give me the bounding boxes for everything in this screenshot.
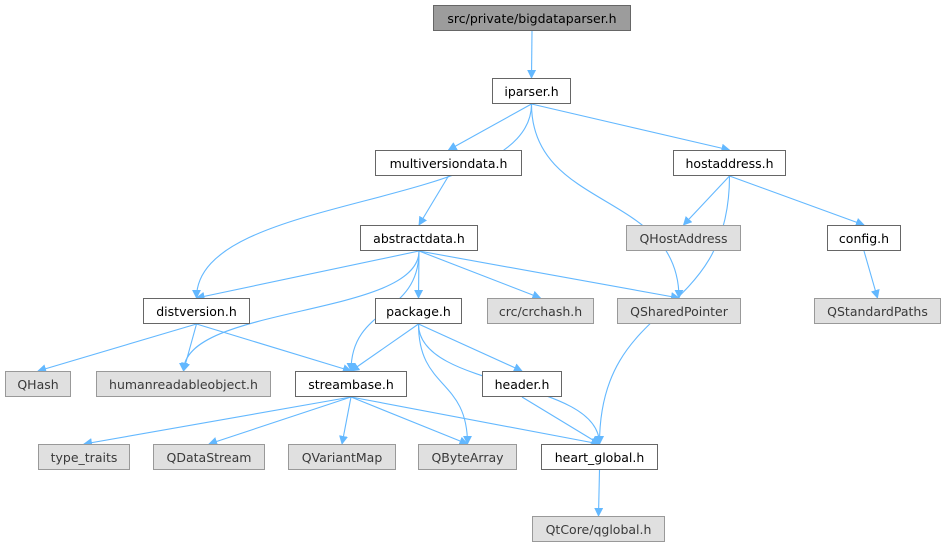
node-qsharedpointer: QSharedPointer <box>617 298 741 324</box>
edge-streambase-to-heartglobal <box>350 396 601 447</box>
edge-abstractdata-to-qsharedpointer <box>418 250 680 301</box>
edge-hostaddress-to-qhostaddress <box>682 175 730 226</box>
node-qbytearray: QByteArray <box>418 444 517 470</box>
node-crchash: crc/crchash.h <box>487 298 594 324</box>
node-hostaddress[interactable]: hostaddress.h <box>673 150 786 176</box>
edge-abstractdata-to-distversion <box>195 250 420 301</box>
node-iparser[interactable]: iparser.h <box>492 78 571 104</box>
edge-distversion-to-streambase <box>196 323 352 373</box>
node-qstandardpaths: QStandardPaths <box>814 298 941 324</box>
edge-streambase-to-typetraits <box>83 396 352 448</box>
edge-config-to-qstandardpaths <box>863 250 880 299</box>
node-qvariantmap: QVariantMap <box>288 444 396 470</box>
node-abstractdata[interactable]: abstractdata.h <box>360 225 478 251</box>
node-distversion[interactable]: distversion.h <box>143 298 250 324</box>
node-bigdataparser[interactable]: src/private/bigdataparser.h <box>433 5 631 31</box>
node-qhostaddress: QHostAddress <box>626 225 741 251</box>
edge-abstractdata-to-package <box>414 250 424 299</box>
node-header[interactable]: header.h <box>482 371 562 397</box>
node-qtcore-qglobal: QtCore/qglobal.h <box>532 516 665 542</box>
node-qhash: QHash <box>5 371 71 397</box>
edge-multiversiondata-to-abstractdata <box>418 175 449 226</box>
edge-iparser-to-multiversiondata <box>447 103 532 151</box>
edge-distversion-to-qhash <box>37 323 197 374</box>
node-heart-global[interactable]: heart_global.h <box>541 444 658 470</box>
node-streambase[interactable]: streambase.h <box>295 371 407 397</box>
node-humanreadableobject: humanreadableobject.h <box>96 371 271 397</box>
edge-distversion-to-humanreadable <box>181 323 198 372</box>
edge-heartglobal-to-qglobal <box>594 469 604 517</box>
edge-abstractdata-to-humanreadable <box>179 250 420 372</box>
edge-package-to-streambase <box>350 323 419 372</box>
edge-bigdataparser-to-iparser <box>527 30 537 79</box>
node-multiversiondata[interactable]: multiversiondata.h <box>375 150 522 176</box>
edge-header-to-heartglobal <box>521 396 601 445</box>
edge-hostaddress-to-config <box>729 175 865 227</box>
edge-package-to-qbytearray <box>417 323 472 445</box>
node-config[interactable]: config.h <box>827 225 901 251</box>
edge-iparser-to-qsharedpointer <box>530 103 684 299</box>
edge-streambase-to-qvariantmap <box>339 396 352 445</box>
edge-streambase-to-qdatastream <box>208 396 352 446</box>
edge-package-to-header <box>418 323 523 372</box>
node-qdatastream: QDataStream <box>153 444 265 470</box>
edge-streambase-to-qbytearray <box>350 396 469 446</box>
edge-iparser-to-distversion <box>192 103 533 299</box>
edge-iparser-to-hostaddress <box>531 103 731 153</box>
node-type-traits: type_traits <box>38 444 130 470</box>
edge-abstractdata-to-crchash <box>418 250 542 300</box>
node-package[interactable]: package.h <box>375 298 462 324</box>
